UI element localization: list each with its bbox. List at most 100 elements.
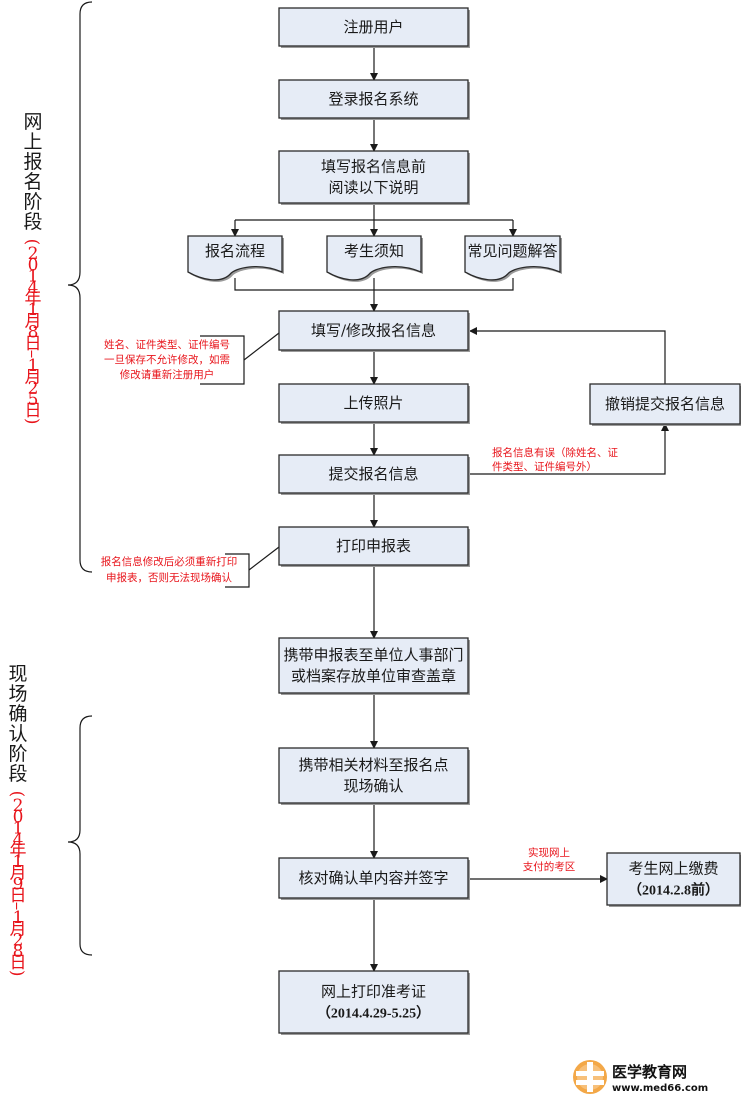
step-register: 注册用户: [278, 7, 470, 48]
phase-onsite-title-char: 场: [8, 683, 27, 705]
phase-online-date-char: 日: [25, 401, 42, 421]
step-stamp-line1: 携带申报表至单位人事部门: [283, 646, 463, 664]
phase-online-date-char: 月: [25, 311, 42, 331]
step-print-admission-line2: （2014.4.29-5.25）: [317, 1006, 430, 1022]
note-fixed-fields-bracket: [200, 335, 245, 385]
note-info-error-line1: 报名信息有误（除姓名、证: [492, 446, 618, 459]
box-rect: [278, 970, 469, 1034]
step-fill-modify-line1: 填写/修改报名信息: [311, 322, 436, 340]
step-print-admission: 网上打印准考证 （2014.4.29-5.25）: [278, 970, 470, 1035]
phase-onsite-title-char: 现: [8, 663, 27, 685]
step-revoke-line1: 撤销提交报名信息: [605, 395, 725, 413]
step-stamp-line2: 或档案存放单位审查盖章: [291, 667, 456, 685]
phase-brace-onsite: [67, 715, 93, 956]
logo-title: 医学教育网: [612, 1063, 687, 1081]
box-rect: [278, 857, 469, 899]
phase-online-date-char: 月: [25, 367, 42, 387]
step-read-before-line1: 填写报名信息前: [321, 158, 426, 176]
phase-online-title-char: 上: [23, 131, 42, 153]
phase-onsite-date-char: 8: [13, 942, 24, 962]
arrow-revoke-fill: [469, 327, 666, 384]
box-rect: [278, 747, 469, 804]
doc-shape: [187, 235, 283, 281]
phase-online-date-char: –: [22, 350, 42, 359]
doc-shape: [326, 235, 422, 281]
phase-onsite-date-char: 9: [13, 875, 24, 895]
box-rect: [278, 383, 469, 423]
box-rect: [278, 7, 469, 47]
phase-onsite-date-char: 1: [13, 852, 24, 872]
step-read-before-line2: 阅读以下说明: [328, 179, 418, 197]
phase-online-date-char: 2: [28, 244, 39, 264]
box-rect: [278, 310, 469, 351]
box-rect: [278, 150, 469, 204]
step-print-form-line1: 打印申报表: [336, 537, 411, 555]
box-rect: [278, 454, 469, 494]
phase-online-date-char: 4: [28, 278, 39, 298]
phase-onsite-date-char: –: [7, 902, 27, 911]
phase-online-date-char: 日: [25, 334, 42, 354]
callout-reprint: [248, 546, 280, 571]
step-upload-photo-line1: 上传照片: [343, 394, 403, 412]
phase-online-date-char: 1: [28, 300, 39, 320]
logo-mark-icon: [573, 1060, 607, 1094]
phase-online-date-char: 年: [25, 289, 42, 309]
phase-onsite-title-char: 段: [8, 763, 27, 785]
step-check-sign-line1: 核对确认单内容并签字: [298, 869, 448, 887]
note-reprint-line1: 报名信息修改后必须重新打印: [101, 555, 238, 568]
doc-notice-label: 考生须知: [344, 242, 404, 260]
step-pay-online: 考生网上缴费（2014.2.8前）: [606, 852, 741, 907]
step-check-sign: 核对确认单内容并签字: [278, 857, 470, 900]
phase-online-date-char: 1: [28, 356, 39, 376]
step-print-admission-line1: 网上打印准考证: [321, 983, 426, 1001]
step-login: 登录报名系统: [278, 79, 470, 120]
phase-onsite-date-char: 1: [13, 908, 24, 928]
callout-fixed-fields: [243, 332, 280, 361]
phase-onsite-date-char: 月: [10, 919, 27, 939]
box-rect: [589, 383, 741, 425]
note-payment-area-line1: 实现网上: [528, 846, 570, 859]
note-payment-area-line2: 支付的考区: [523, 860, 576, 873]
step-submit: 提交报名信息: [278, 454, 470, 495]
note-fixed-fields-line3: 修改请重新注册用户: [120, 368, 215, 381]
box-rect: [278, 526, 469, 566]
phase-onsite-date-char: 日: [10, 886, 27, 906]
step-register-line1: 注册用户: [343, 18, 403, 36]
phase-onsite-title-char: 阶: [8, 743, 27, 765]
box-rect: [606, 852, 741, 906]
phase-online-title-char: 报: [23, 151, 42, 173]
phase-onsite-title-char: 确: [8, 703, 27, 725]
doc-faq-label: 常见问题解答: [467, 242, 557, 260]
phase-online-date-char: 0: [28, 255, 39, 275]
phase-online-title-char: 段: [23, 211, 42, 233]
phase-onsite-date-char: 月: [10, 863, 27, 883]
phase-online-date-char: 8: [28, 323, 39, 343]
doc-notice[interactable]: 考生须知: [326, 235, 423, 282]
connectors: [231, 46, 669, 972]
phase-online-title-char: 网: [23, 111, 42, 133]
phase-online-title-char: 阶: [23, 191, 42, 213]
step-login-line1: 登录报名系统: [328, 90, 418, 108]
doc-process[interactable]: 报名流程: [187, 235, 284, 282]
box-rect: [278, 79, 469, 119]
phase-online-date-char: (: [22, 239, 42, 246]
doc-shape: [464, 235, 561, 281]
step-submit-line1: 提交报名信息: [328, 465, 418, 483]
arrow-submit-revoke: [468, 423, 669, 475]
doc-faq[interactable]: 常见问题解答: [464, 235, 562, 282]
step-pay-online-line2: （2014.2.8前）: [628, 882, 719, 899]
phase-online-title-char: 名: [23, 171, 42, 193]
phase-onsite-date-char: 2: [13, 796, 24, 816]
step-upload-photo: 上传照片: [278, 383, 470, 424]
step-fill-modify: 填写/修改报名信息: [278, 310, 470, 352]
phase-onsite-title-char: 认: [8, 723, 27, 745]
phase-online-date-char: 2: [28, 379, 39, 399]
